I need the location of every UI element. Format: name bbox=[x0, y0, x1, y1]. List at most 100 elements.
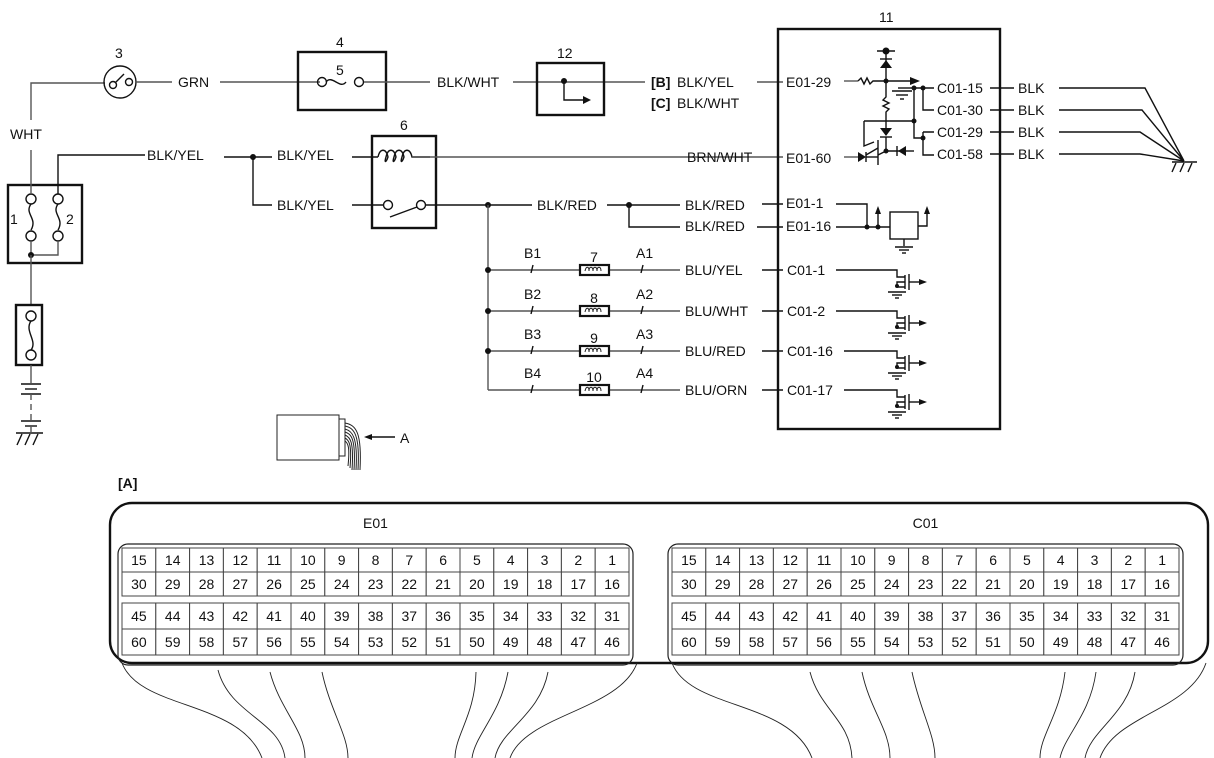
fuse-1-label: 1 bbox=[10, 211, 18, 227]
connector-section-label: [A] bbox=[118, 475, 137, 491]
pin-number: 39 bbox=[884, 608, 900, 624]
pin-cell bbox=[155, 628, 191, 656]
fuse-terminal-b: B1 bbox=[524, 245, 541, 261]
pin-cell bbox=[560, 547, 596, 573]
pin-number: 58 bbox=[749, 634, 765, 650]
fuse-terminal-a: A3 bbox=[636, 326, 653, 342]
control-module-11 bbox=[776, 27, 1002, 431]
pin-number: 52 bbox=[402, 634, 418, 650]
pin-number: 50 bbox=[469, 634, 485, 650]
wire-label-grn: GRN bbox=[178, 74, 209, 90]
pin-number: 9 bbox=[888, 552, 896, 568]
pin-cell bbox=[1110, 571, 1146, 597]
pin-number: 21 bbox=[985, 576, 1001, 592]
pin-cell bbox=[121, 602, 157, 630]
pin-number: 58 bbox=[199, 634, 215, 650]
pin-cell bbox=[975, 628, 1011, 656]
pin-number: 22 bbox=[402, 576, 418, 592]
pin-cell bbox=[493, 602, 529, 630]
pin-cell bbox=[874, 571, 910, 597]
pin-number: 42 bbox=[783, 608, 799, 624]
pin-cell bbox=[358, 628, 393, 656]
harness-wire bbox=[217, 669, 286, 758]
pin-cell bbox=[908, 628, 943, 656]
pin-number: 29 bbox=[165, 576, 181, 592]
wire-label-blu-red: BLU/RED bbox=[685, 343, 746, 359]
pin-cell bbox=[256, 628, 292, 656]
pin-number: 8 bbox=[922, 552, 930, 568]
pin-number: 24 bbox=[334, 576, 350, 592]
fuse-icon bbox=[578, 383, 611, 397]
wire-label-blk-1: BLK bbox=[1018, 80, 1045, 96]
pin-cell bbox=[324, 602, 360, 630]
pin-number: 35 bbox=[469, 608, 485, 624]
pin-number: 19 bbox=[503, 576, 519, 592]
fuse-terminal-a: A4 bbox=[636, 365, 653, 381]
pin-number: 16 bbox=[604, 576, 620, 592]
pin-number: 14 bbox=[165, 552, 181, 568]
harness-wire bbox=[809, 671, 853, 758]
harness-wire bbox=[494, 671, 549, 758]
relay-coil-icon bbox=[377, 149, 430, 163]
pin-cell bbox=[1077, 571, 1112, 597]
component-5-label: 5 bbox=[336, 62, 344, 78]
pin-cell bbox=[121, 547, 157, 573]
pin-number: 57 bbox=[233, 634, 249, 650]
pin-cell bbox=[1043, 628, 1079, 656]
pin-number: 7 bbox=[955, 552, 963, 568]
output-driver-icon bbox=[836, 269, 927, 299]
pin-number: 17 bbox=[571, 576, 587, 592]
pin-number: 6 bbox=[439, 552, 447, 568]
internal-regulator-circuit bbox=[844, 47, 934, 165]
wire-label-blk-red-1: BLK/RED bbox=[685, 197, 745, 213]
component-4-label: 4 bbox=[336, 34, 344, 50]
pin-cell bbox=[908, 602, 943, 630]
pin-cell bbox=[222, 602, 258, 630]
fuse-icon bbox=[578, 344, 611, 358]
pin-number: 49 bbox=[503, 634, 519, 650]
pin-number: 44 bbox=[715, 608, 731, 624]
pin-number: 31 bbox=[604, 608, 620, 624]
pin-number: 5 bbox=[1023, 552, 1031, 568]
pin-number: 20 bbox=[469, 576, 485, 592]
pin-cell bbox=[425, 547, 461, 573]
main-fuse-box bbox=[6, 183, 84, 265]
pin-cell bbox=[874, 547, 910, 573]
pin-number: 28 bbox=[199, 576, 215, 592]
pin-number: 52 bbox=[952, 634, 968, 650]
component-3-label: 3 bbox=[115, 45, 123, 61]
pin-number: 8 bbox=[372, 552, 380, 568]
pin-cell bbox=[527, 571, 562, 597]
pin-cell bbox=[1144, 602, 1180, 630]
pin-cell bbox=[189, 571, 224, 597]
pin-cell bbox=[1077, 628, 1112, 656]
fuse-number: 7 bbox=[590, 249, 598, 265]
pin-number: 26 bbox=[266, 576, 282, 592]
pin-number: 15 bbox=[131, 552, 147, 568]
pin-cell bbox=[806, 571, 842, 597]
pin-number: 28 bbox=[749, 576, 765, 592]
pin-number: 32 bbox=[1121, 608, 1137, 624]
pin-number: 6 bbox=[989, 552, 997, 568]
pin-cell bbox=[256, 571, 292, 597]
pin-number: 55 bbox=[300, 634, 316, 650]
pin-cell bbox=[391, 547, 427, 573]
component-12-label: 12 bbox=[557, 45, 573, 61]
fuse-number: 8 bbox=[590, 290, 598, 306]
pin-number: 25 bbox=[850, 576, 866, 592]
pin-number: 21 bbox=[435, 576, 451, 592]
pin-number: 1 bbox=[608, 552, 616, 568]
pin-cell bbox=[739, 628, 774, 656]
internal-sensor-circuit bbox=[836, 203, 930, 254]
pin-cell bbox=[493, 628, 529, 656]
harness-wire bbox=[321, 671, 349, 758]
fuse-icon bbox=[578, 263, 611, 277]
pin-number: 15 bbox=[681, 552, 697, 568]
pin-number: 23 bbox=[918, 576, 934, 592]
connector-name: E01 bbox=[363, 515, 388, 531]
pin-number: 14 bbox=[715, 552, 731, 568]
pin-cell bbox=[121, 571, 157, 597]
harness-wire bbox=[911, 671, 936, 758]
